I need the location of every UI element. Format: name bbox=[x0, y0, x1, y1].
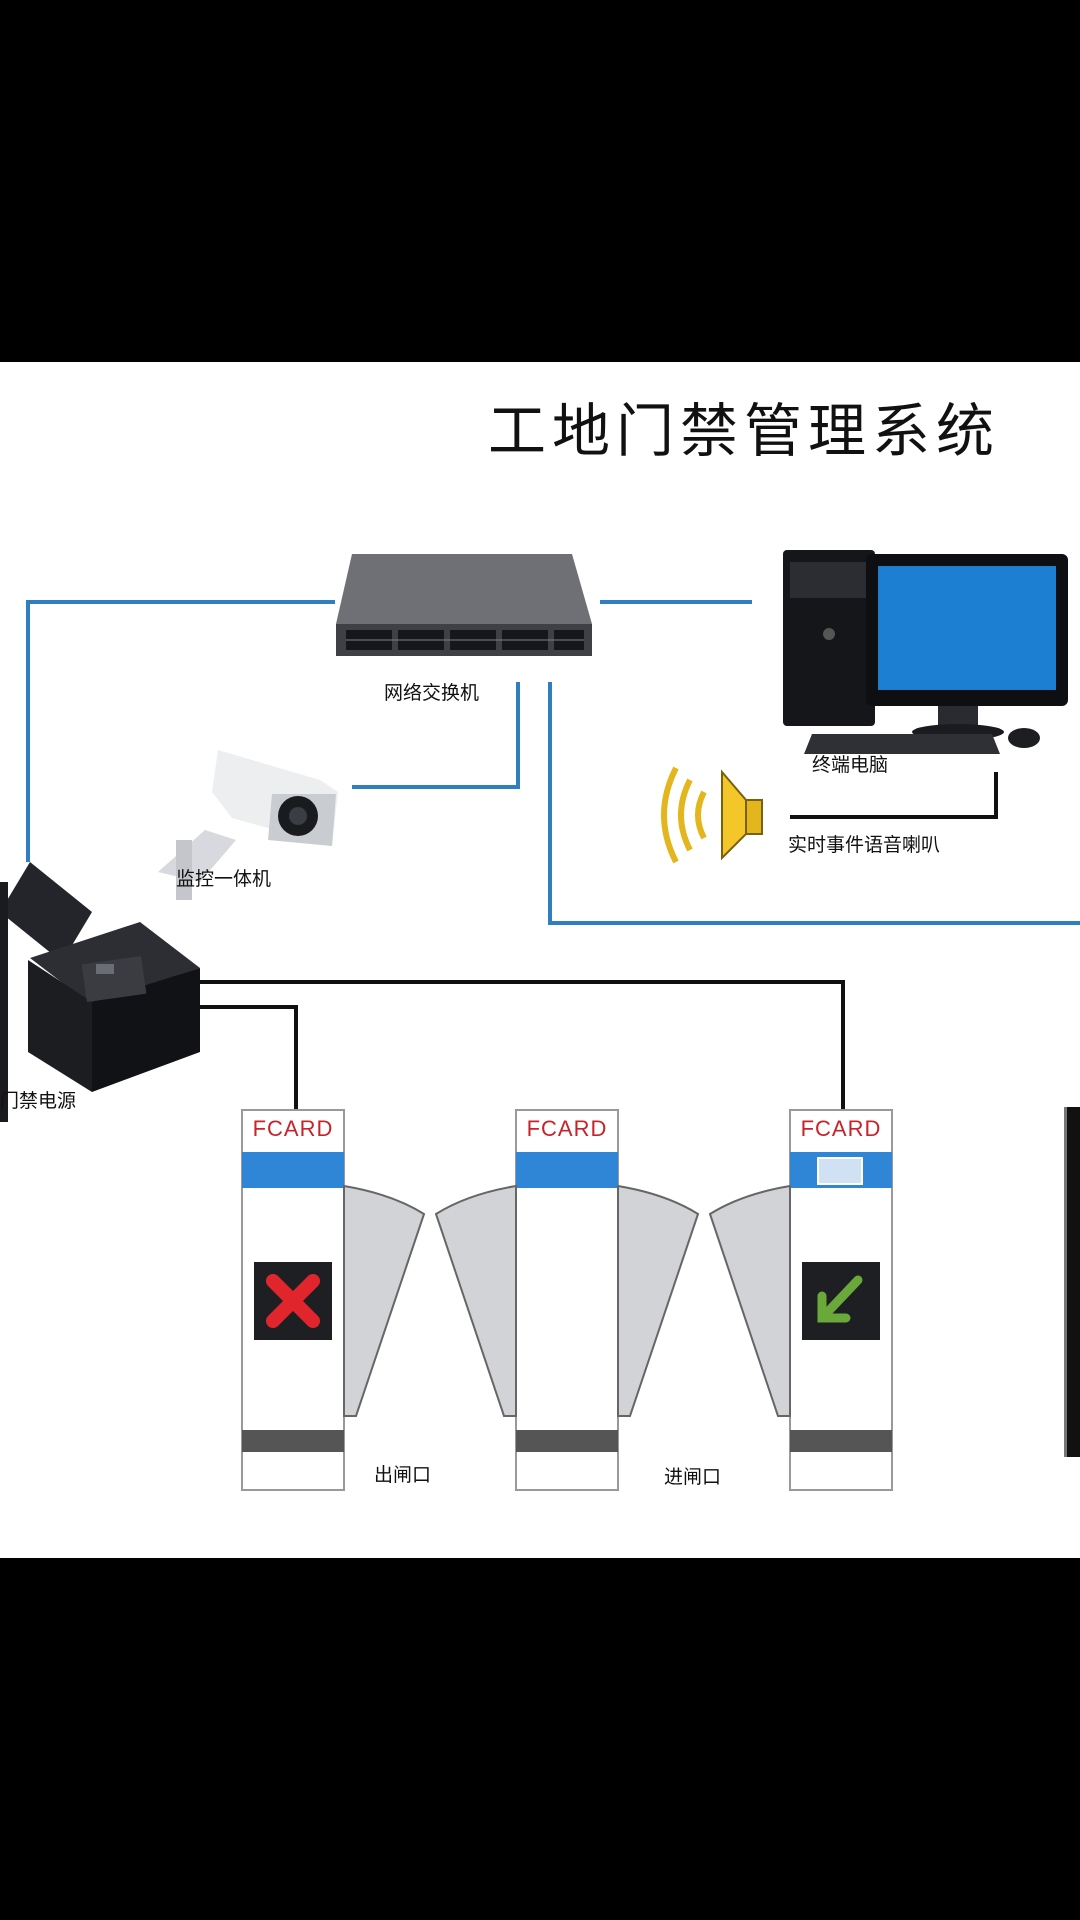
camera-device bbox=[158, 750, 338, 900]
gate-middle-brand: FCARD bbox=[526, 1116, 608, 1141]
network-switch-device bbox=[336, 554, 592, 656]
cable-power-to-right-gate bbox=[190, 980, 845, 1110]
gate-middle bbox=[515, 1109, 619, 1491]
gate-flap-middle-left bbox=[434, 1184, 517, 1417]
diagram-panel: 工地门禁管理系统 bbox=[0, 362, 1080, 1558]
cable-switch-to-power bbox=[26, 600, 335, 862]
entry-gate-label: 进闸口 bbox=[664, 1466, 722, 1488]
cable-power-to-left-gate bbox=[180, 1005, 298, 1110]
cable-switch-to-camera bbox=[352, 682, 520, 789]
system-diagram bbox=[0, 550, 1080, 1491]
control-cables bbox=[180, 772, 998, 1110]
camera-label: 监控一体机 bbox=[176, 868, 272, 890]
gate-left bbox=[241, 1109, 345, 1491]
cable-switch-to-far-right bbox=[548, 682, 1080, 925]
gate-flap-right bbox=[708, 1184, 791, 1417]
network-cables bbox=[26, 600, 1080, 925]
speaker-label: 实时事件语音喇叭 bbox=[788, 834, 941, 856]
cable-computer-to-speaker bbox=[790, 772, 998, 819]
power-box-device bbox=[0, 862, 200, 1122]
gate-flap-middle-right bbox=[617, 1184, 700, 1417]
speaker-device bbox=[661, 766, 763, 864]
exit-gate-label: 出闸口 bbox=[374, 1464, 432, 1486]
diagram-title: 工地门禁管理系统 bbox=[487, 397, 1000, 465]
gate-flap-left bbox=[343, 1184, 426, 1417]
computer-label: 终端电脑 bbox=[812, 754, 889, 776]
switch-label: 网络交换机 bbox=[384, 682, 480, 704]
right-edge-device bbox=[1064, 1107, 1080, 1457]
gate-right bbox=[789, 1109, 893, 1491]
gate-left-brand: FCARD bbox=[252, 1116, 334, 1141]
power-label: 门禁电源 bbox=[0, 1090, 77, 1112]
gate-right-brand: FCARD bbox=[800, 1116, 882, 1141]
computer-device bbox=[783, 550, 1068, 754]
